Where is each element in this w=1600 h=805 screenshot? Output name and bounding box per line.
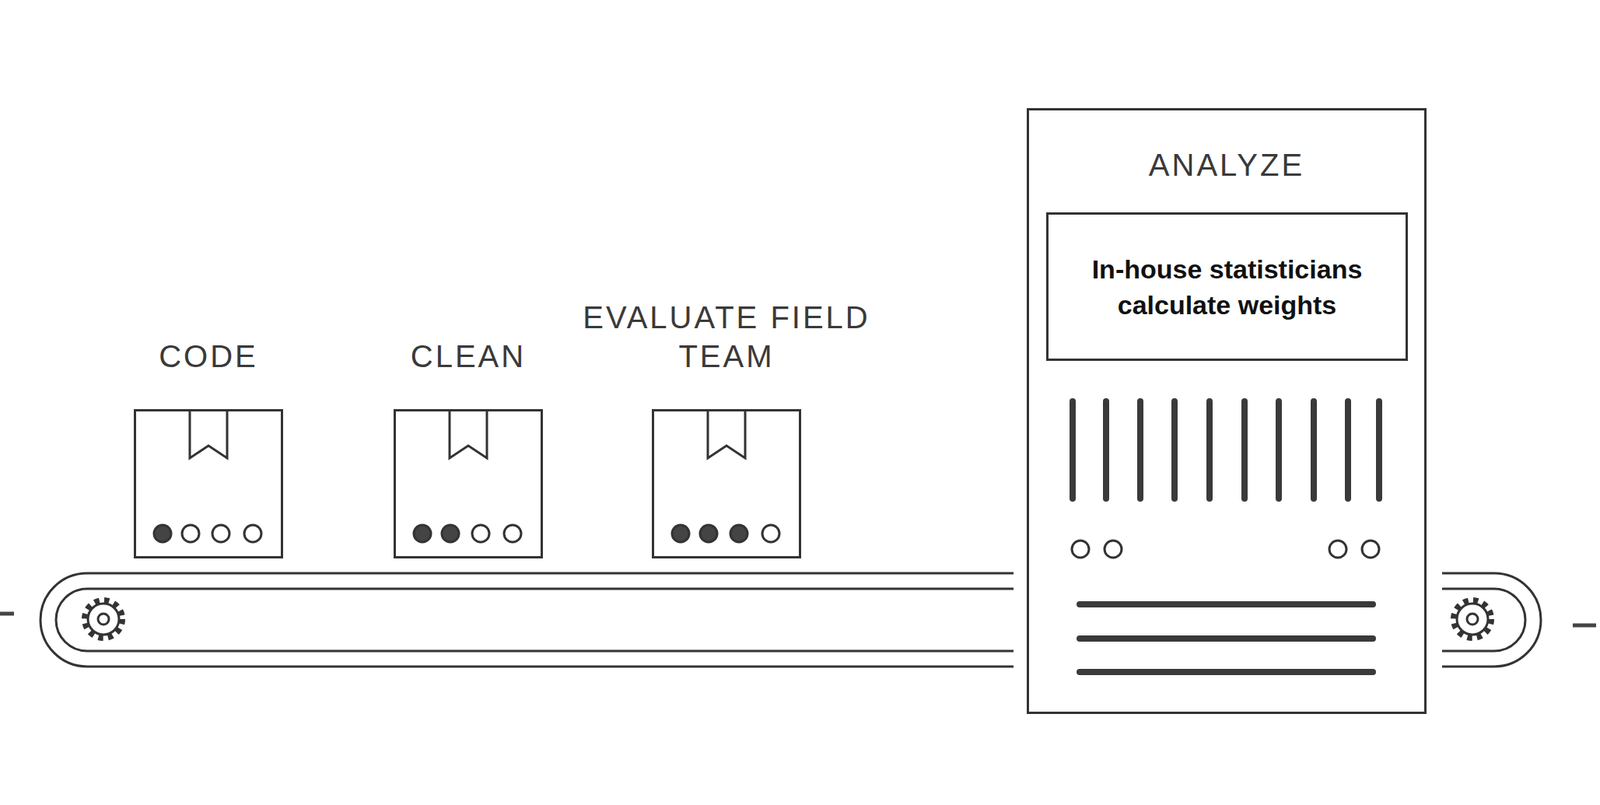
gear-icon	[84, 600, 123, 638]
dot-empty	[504, 525, 522, 543]
gear-hub	[1466, 613, 1478, 625]
vent-bar	[1102, 401, 1110, 499]
machine-lights	[1071, 540, 1380, 558]
stage-box: CLEAN	[393, 409, 543, 559]
vent-bar	[1206, 401, 1213, 499]
gear-teeth	[1453, 600, 1492, 638]
vent-bar	[1375, 401, 1383, 499]
stage-label: CLEAN	[320, 336, 617, 376]
progress-dots	[154, 525, 780, 543]
belt-outer-left	[40, 573, 1014, 667]
slot-line	[1079, 601, 1373, 608]
belt-inner-right	[1442, 588, 1526, 652]
machine-light	[1361, 540, 1380, 558]
machine-light	[1104, 540, 1122, 558]
gear-body	[1456, 603, 1488, 635]
machine-vents	[1072, 401, 1380, 499]
gear-body	[87, 603, 120, 635]
stage-label: CODE	[60, 336, 357, 376]
vent-bar	[1137, 401, 1144, 499]
dot-empty	[244, 525, 262, 543]
belt-inner-left	[56, 588, 1014, 652]
dot-filled	[413, 525, 431, 543]
stage-box: CODE	[133, 409, 284, 559]
dot-filled	[154, 525, 172, 543]
process-text: In-house statisticians calculate weights	[1059, 251, 1395, 323]
machine-slots	[1079, 604, 1373, 673]
vent-bar	[1241, 401, 1248, 499]
dot-filled	[672, 525, 690, 543]
vent-bar	[1275, 401, 1282, 499]
dot-empty	[182, 525, 200, 543]
machine-light	[1071, 540, 1089, 558]
vent-bar	[1344, 401, 1352, 499]
process-box: In-house statisticians calculate weights	[1046, 212, 1408, 361]
box-ribbon	[189, 409, 228, 459]
dot-empty	[762, 525, 780, 543]
dot-filled	[730, 525, 748, 543]
stage-label: EVALUATE FIELD TEAM	[578, 297, 875, 376]
box-ribbon	[449, 409, 487, 459]
machine-housing: ANALYZE In-house statisticians calculate …	[1026, 108, 1427, 715]
machine-light	[1329, 540, 1347, 558]
vent-bar	[1069, 401, 1076, 499]
gear-hub	[98, 613, 109, 625]
belt-dash	[1572, 623, 1597, 628]
slot-line	[1079, 668, 1373, 676]
stage-box: EVALUATE FIELD TEAM	[651, 409, 802, 559]
stage-label: ANALYZE	[1029, 146, 1425, 184]
gear-icon	[1453, 600, 1492, 638]
dot-filled	[441, 525, 459, 543]
box-ribbons	[189, 409, 746, 459]
gear-teeth	[84, 600, 123, 638]
vent-bar	[1310, 401, 1317, 499]
dot-empty	[472, 525, 490, 543]
conveyor-belt	[40, 573, 1541, 667]
box-ribbon	[707, 409, 746, 459]
vent-bar	[1171, 401, 1178, 499]
belt-dash	[0, 612, 15, 617]
slot-line	[1079, 635, 1373, 642]
dot-filled	[700, 525, 718, 543]
belt-outer-right	[1442, 573, 1541, 667]
dot-empty	[212, 525, 230, 543]
